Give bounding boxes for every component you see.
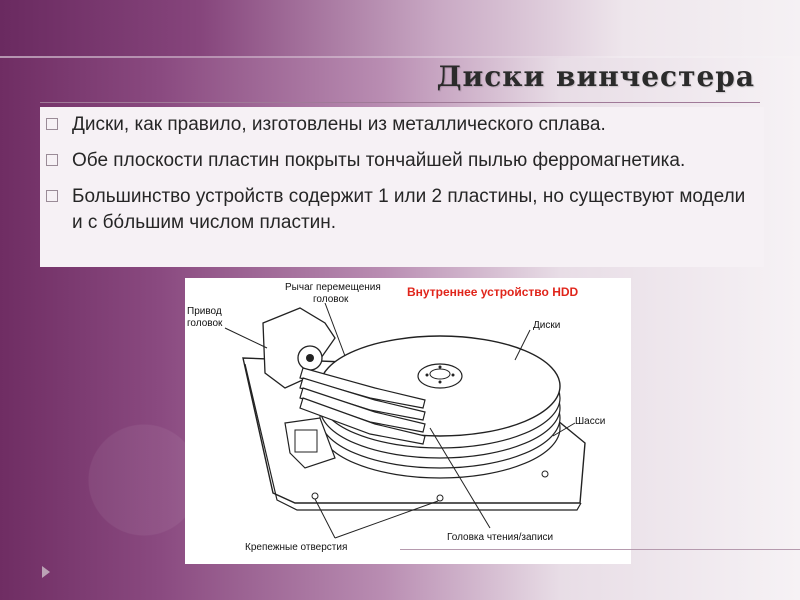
spindle-center bbox=[430, 369, 450, 379]
bullet-text: Обе плоскости пластин покрыты тончайшей … bbox=[72, 150, 685, 171]
label-lever-2: головок bbox=[313, 294, 349, 305]
bullet-text: Большинство устройств содержит 1 или 2 п… bbox=[72, 186, 745, 233]
hdd-diagram: Внутреннее устройство HDD bbox=[185, 278, 631, 564]
slide-title: Диски винчестера bbox=[40, 60, 755, 100]
square-bullet-icon bbox=[46, 154, 58, 166]
top-band bbox=[0, 0, 800, 58]
hdd-diagram-svg: Внутреннее устройство HDD bbox=[185, 278, 631, 564]
bullet-text: Диски, как правило, изготовлены из метал… bbox=[72, 114, 606, 135]
label-actuator-2: головок bbox=[187, 318, 223, 329]
bullet-item: Обе плоскости пластин покрыты тончайшей … bbox=[44, 148, 759, 174]
triangle-right-icon[interactable] bbox=[42, 566, 50, 578]
label-chassis: Шасси bbox=[575, 416, 605, 427]
label-rw-head: Головка чтения/записи bbox=[447, 532, 553, 543]
bullet-item: Большинство устройств содержит 1 или 2 п… bbox=[44, 184, 759, 236]
bottom-rule bbox=[400, 549, 800, 550]
label-lever: Рычаг перемещения bbox=[285, 282, 381, 293]
title-rule bbox=[40, 102, 760, 103]
square-bullet-icon bbox=[46, 118, 58, 130]
label-mount-holes: Крепежные отверстия bbox=[245, 542, 347, 553]
bullet-list: Диски, как правило, изготовлены из метал… bbox=[44, 112, 759, 246]
label-actuator: Привод bbox=[187, 306, 222, 317]
bullet-item: Диски, как правило, изготовлены из метал… bbox=[44, 112, 759, 138]
square-bullet-icon bbox=[46, 190, 58, 202]
diagram-heading: Внутреннее устройство HDD bbox=[407, 285, 579, 299]
top-divider bbox=[0, 56, 800, 58]
label-disks: Диски bbox=[533, 320, 560, 331]
